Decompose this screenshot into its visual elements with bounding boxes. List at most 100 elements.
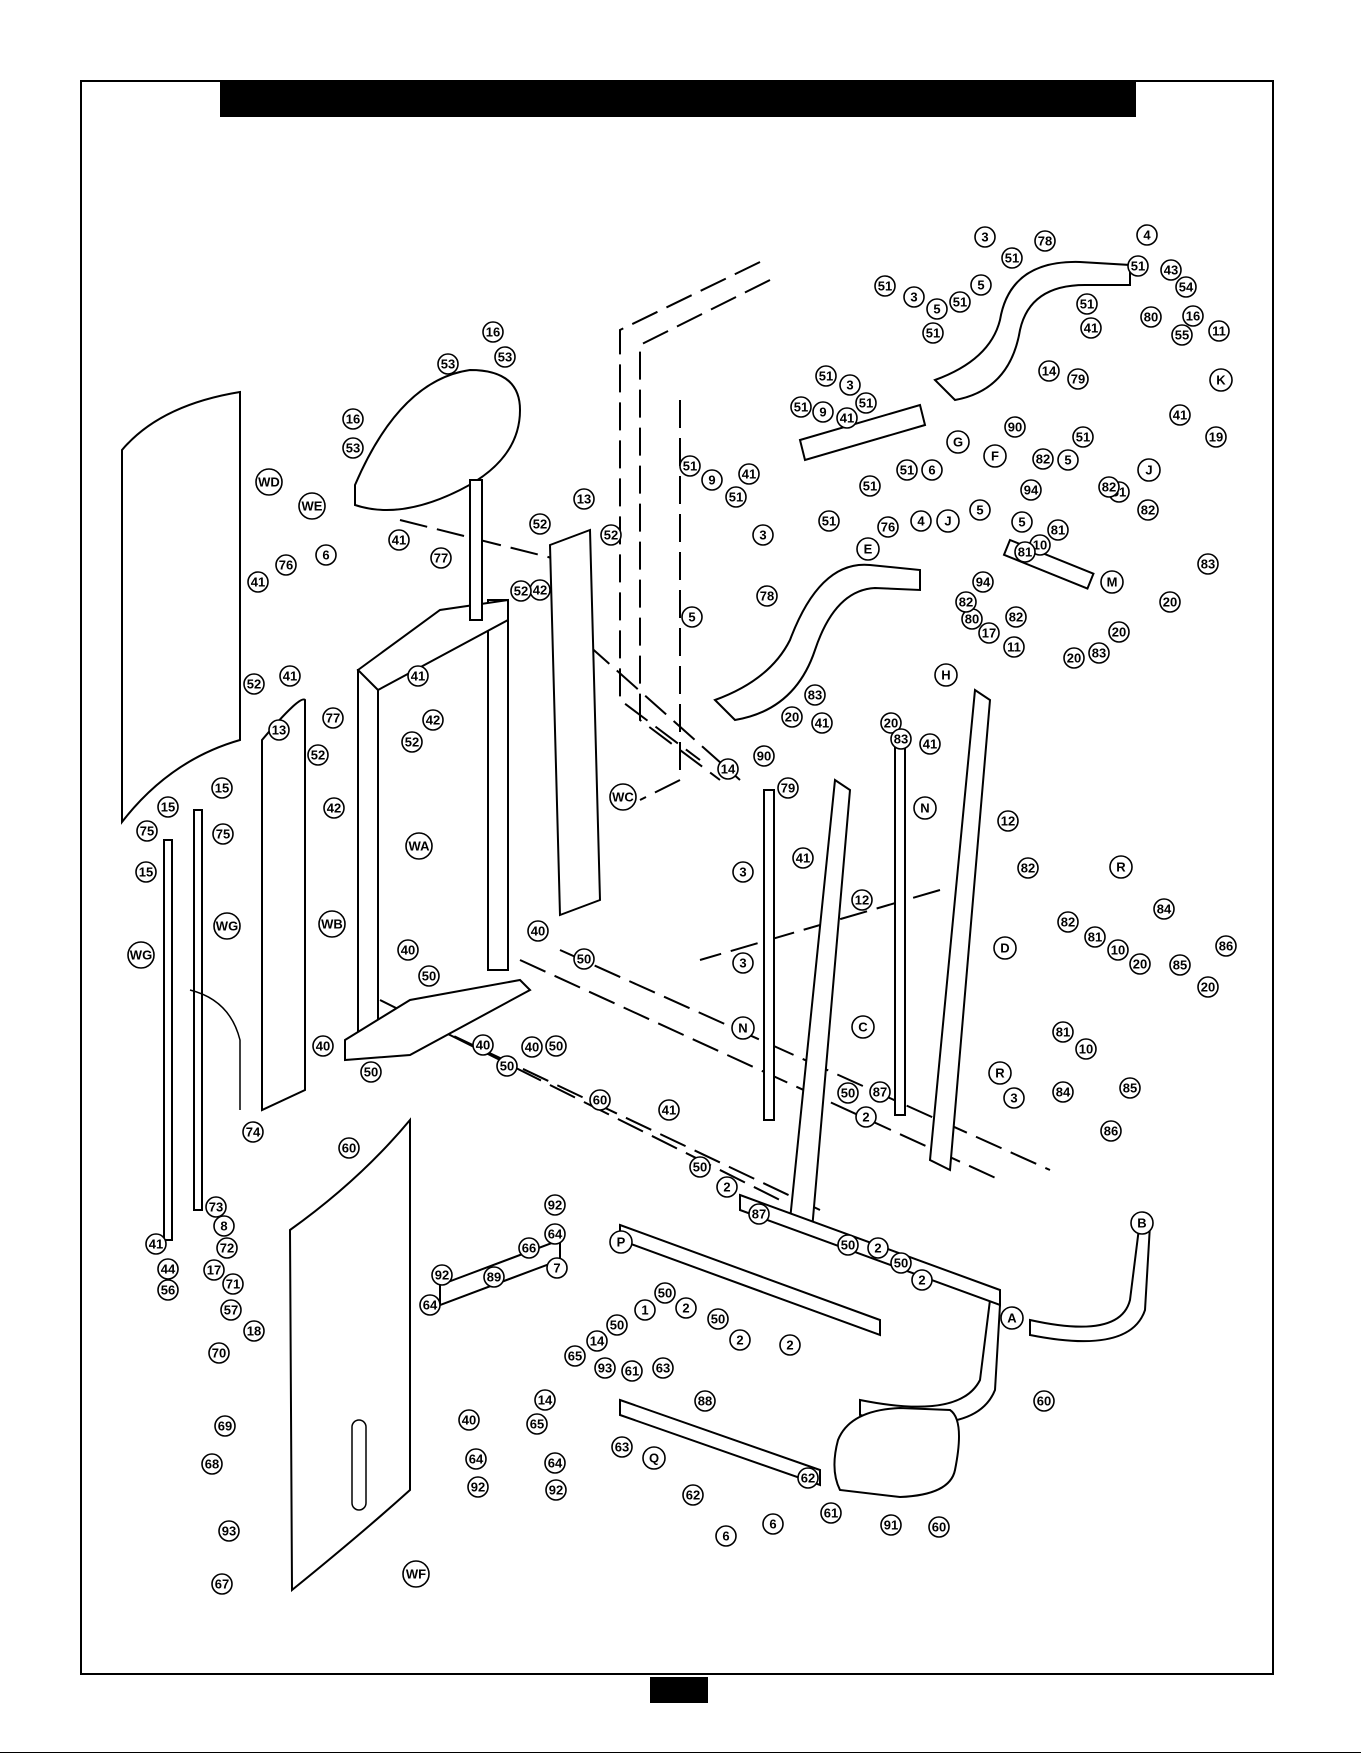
- svg-text:75: 75: [140, 824, 154, 839]
- callout-41: 41: [1169, 404, 1191, 426]
- callout-14: 14: [534, 1389, 556, 1411]
- svg-text:2: 2: [918, 1273, 925, 1288]
- callout-n: N: [731, 1016, 755, 1040]
- callout-82: 82: [1017, 857, 1039, 879]
- svg-text:50: 50: [658, 1286, 672, 1301]
- callout-83: 83: [890, 728, 912, 750]
- svg-text:41: 41: [392, 533, 406, 548]
- svg-text:A: A: [1007, 1311, 1017, 1326]
- svg-text:42: 42: [426, 713, 440, 728]
- svg-text:82: 82: [959, 595, 973, 610]
- seat-assembly: [439, 1238, 960, 1499]
- main-frame: [344, 598, 532, 1062]
- svg-text:60: 60: [593, 1093, 607, 1108]
- callout-94: 94: [1020, 479, 1042, 501]
- callout-8: 8: [213, 1215, 235, 1237]
- svg-text:C: C: [858, 1020, 868, 1035]
- callout-42: 42: [422, 709, 444, 731]
- callout-20: 20: [1063, 647, 1085, 669]
- svg-text:93: 93: [598, 1361, 612, 1376]
- svg-text:53: 53: [346, 441, 360, 456]
- callout-51: 51: [815, 365, 837, 387]
- callout-88: 88: [694, 1390, 716, 1412]
- svg-text:83: 83: [1201, 557, 1215, 572]
- svg-text:68: 68: [205, 1457, 219, 1472]
- callout-15: 15: [135, 861, 157, 883]
- callout-3: 3: [732, 952, 754, 974]
- callout-r: R: [988, 1061, 1012, 1085]
- svg-text:54: 54: [1179, 280, 1194, 295]
- svg-text:40: 40: [476, 1038, 490, 1053]
- callout-2: 2: [867, 1237, 889, 1259]
- callout-16: 16: [342, 408, 364, 430]
- callout-61: 61: [820, 1502, 842, 1524]
- svg-text:41: 41: [1084, 321, 1098, 336]
- callout-15: 15: [211, 777, 233, 799]
- callout-51: 51: [679, 455, 701, 477]
- callout-60: 60: [338, 1137, 360, 1159]
- callout-40: 40: [458, 1409, 480, 1431]
- callout-75: 75: [136, 820, 158, 842]
- callout-5: 5: [1057, 449, 1079, 471]
- callout-56: 56: [157, 1279, 179, 1301]
- callout-5: 5: [926, 298, 948, 320]
- svg-text:52: 52: [405, 735, 419, 750]
- svg-text:52: 52: [247, 677, 261, 692]
- callout-11: 11: [1208, 320, 1230, 342]
- callout-51: 51: [874, 275, 896, 297]
- svg-text:2: 2: [736, 1333, 743, 1348]
- callout-68: 68: [201, 1453, 223, 1475]
- svg-text:62: 62: [686, 1488, 700, 1503]
- callout-1: 1: [634, 1299, 656, 1321]
- svg-text:51: 51: [822, 514, 836, 529]
- svg-text:51: 51: [926, 326, 940, 341]
- top-shroud: [354, 368, 522, 621]
- svg-text:B: B: [1137, 1216, 1146, 1231]
- svg-text:82: 82: [1021, 861, 1035, 876]
- callout-3: 3: [732, 861, 754, 883]
- svg-text:14: 14: [590, 1334, 605, 1349]
- svg-text:41: 41: [796, 851, 810, 866]
- callout-52: 52: [510, 580, 532, 602]
- callout-n: N: [913, 796, 937, 820]
- callout-j: J: [1137, 458, 1161, 482]
- callout-85: 85: [1119, 1077, 1141, 1099]
- callout-10: 10: [1075, 1038, 1097, 1060]
- callout-90: 90: [753, 745, 775, 767]
- svg-text:51: 51: [863, 479, 877, 494]
- svg-text:41: 41: [149, 1237, 163, 1252]
- callout-2: 2: [911, 1269, 933, 1291]
- callout-6: 6: [921, 459, 943, 481]
- callout-16: 16: [482, 321, 504, 343]
- svg-text:M: M: [1107, 575, 1118, 590]
- svg-text:40: 40: [316, 1039, 330, 1054]
- svg-text:92: 92: [549, 1483, 563, 1498]
- callout-12: 12: [997, 810, 1019, 832]
- svg-text:41: 41: [923, 737, 937, 752]
- callout-91: 91: [880, 1514, 902, 1536]
- callout-2: 2: [729, 1329, 751, 1351]
- callout-50: 50: [360, 1061, 382, 1083]
- svg-text:50: 50: [693, 1160, 707, 1175]
- svg-text:85: 85: [1173, 958, 1187, 973]
- callout-82: 82: [1098, 476, 1120, 498]
- svg-text:20: 20: [785, 710, 799, 725]
- callout-51: 51: [949, 291, 971, 313]
- callout-5: 5: [1011, 511, 1033, 533]
- callout-20: 20: [1159, 591, 1181, 613]
- svg-text:7: 7: [553, 1261, 560, 1276]
- svg-text:2: 2: [862, 1110, 869, 1125]
- svg-text:N: N: [920, 801, 929, 816]
- callout-14: 14: [586, 1330, 608, 1352]
- callout-42: 42: [529, 579, 551, 601]
- callout-50: 50: [707, 1308, 729, 1330]
- callout-55: 55: [1171, 324, 1193, 346]
- callout-18: 17: [203, 1259, 225, 1281]
- callout-74: 74: [242, 1121, 264, 1143]
- svg-text:12: 12: [1001, 814, 1015, 829]
- svg-text:81: 81: [1051, 523, 1065, 538]
- callout-92: 92: [544, 1194, 566, 1216]
- svg-text:90: 90: [757, 749, 771, 764]
- svg-text:20: 20: [1163, 595, 1177, 610]
- svg-text:89: 89: [487, 1270, 501, 1285]
